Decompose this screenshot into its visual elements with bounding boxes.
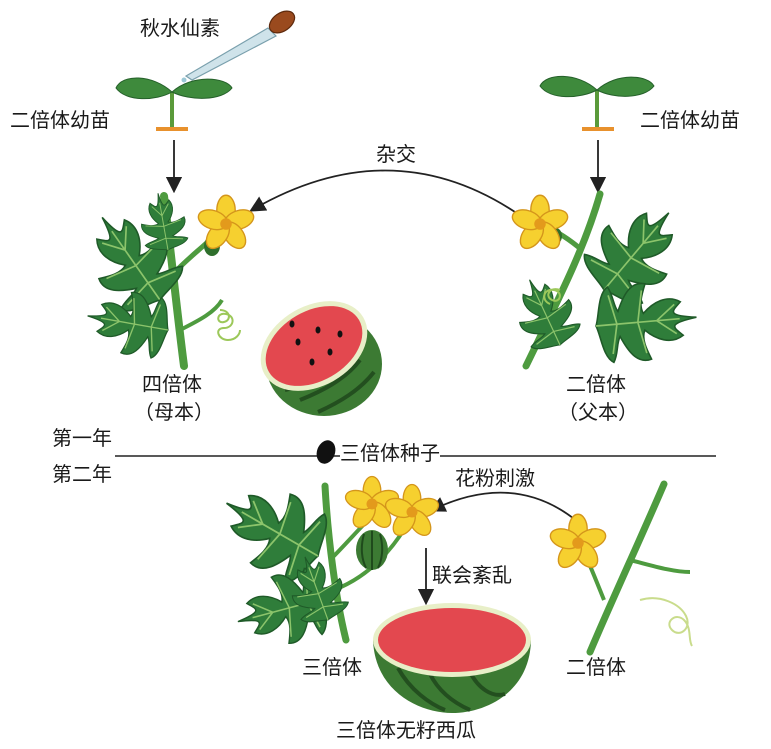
plant-stem	[590, 484, 664, 652]
seed-dot	[296, 339, 301, 346]
label-diploid-bottom: 二倍体	[566, 655, 626, 679]
label-year-one: 第一年	[52, 426, 112, 450]
watermelon-flesh	[378, 608, 526, 672]
tendril	[640, 598, 692, 646]
watermelon-leaf	[593, 279, 700, 365]
seedling-left	[116, 78, 232, 131]
label-cross: 杂交	[376, 142, 416, 166]
label-father: （父本）	[558, 400, 638, 424]
yellow-flower	[510, 195, 570, 252]
yellow-flower	[548, 514, 608, 571]
seed-dot	[290, 321, 295, 328]
label-triploid-seed: 三倍体种子	[340, 441, 440, 465]
diploid-pollen-plant	[548, 484, 692, 652]
arrow-cross	[252, 170, 515, 212]
seed-dot	[316, 327, 321, 334]
arrow-pollen	[432, 493, 578, 522]
seed-dot	[338, 331, 343, 338]
seedling-right	[540, 76, 654, 131]
seedless-watermelon	[373, 603, 531, 713]
label-mother: （母本）	[134, 400, 214, 424]
label-seedling-right: 二倍体幼苗	[640, 108, 740, 132]
tendril	[218, 310, 240, 340]
label-pollen-stimulation: 花粉刺激	[455, 466, 535, 490]
dropper-drop	[182, 78, 187, 83]
label-seedless-watermelon: 三倍体无籽西瓜	[336, 718, 476, 742]
diploid-father-plant	[505, 188, 700, 366]
label-seedling-left: 二倍体幼苗	[10, 108, 110, 132]
label-synapsis-disorder: 联会紊乱	[432, 563, 512, 587]
seed-dot	[310, 359, 315, 366]
tetraploid-plant	[71, 189, 257, 366]
triploid-seed-icon	[313, 438, 338, 467]
soil-line	[156, 127, 188, 131]
label-triploid: 三倍体	[302, 655, 362, 679]
branch-stem	[630, 560, 690, 572]
soil-line	[582, 127, 614, 131]
tetraploid-watermelon	[245, 283, 384, 416]
branch-stem	[180, 300, 222, 330]
label-year-two: 第二年	[52, 462, 112, 486]
cotyledon-leaf	[597, 77, 654, 96]
cotyledon-leaf	[540, 76, 597, 96]
cotyledon-leaf	[116, 78, 172, 99]
label-colchicine: 秋水仙素	[140, 16, 220, 40]
label-diploid-father: 二倍体	[566, 372, 626, 396]
cotyledon-leaf	[172, 79, 232, 98]
watermelon-leaf	[505, 268, 585, 357]
label-tetraploid: 四倍体	[142, 372, 202, 396]
seed-dot	[328, 349, 333, 356]
